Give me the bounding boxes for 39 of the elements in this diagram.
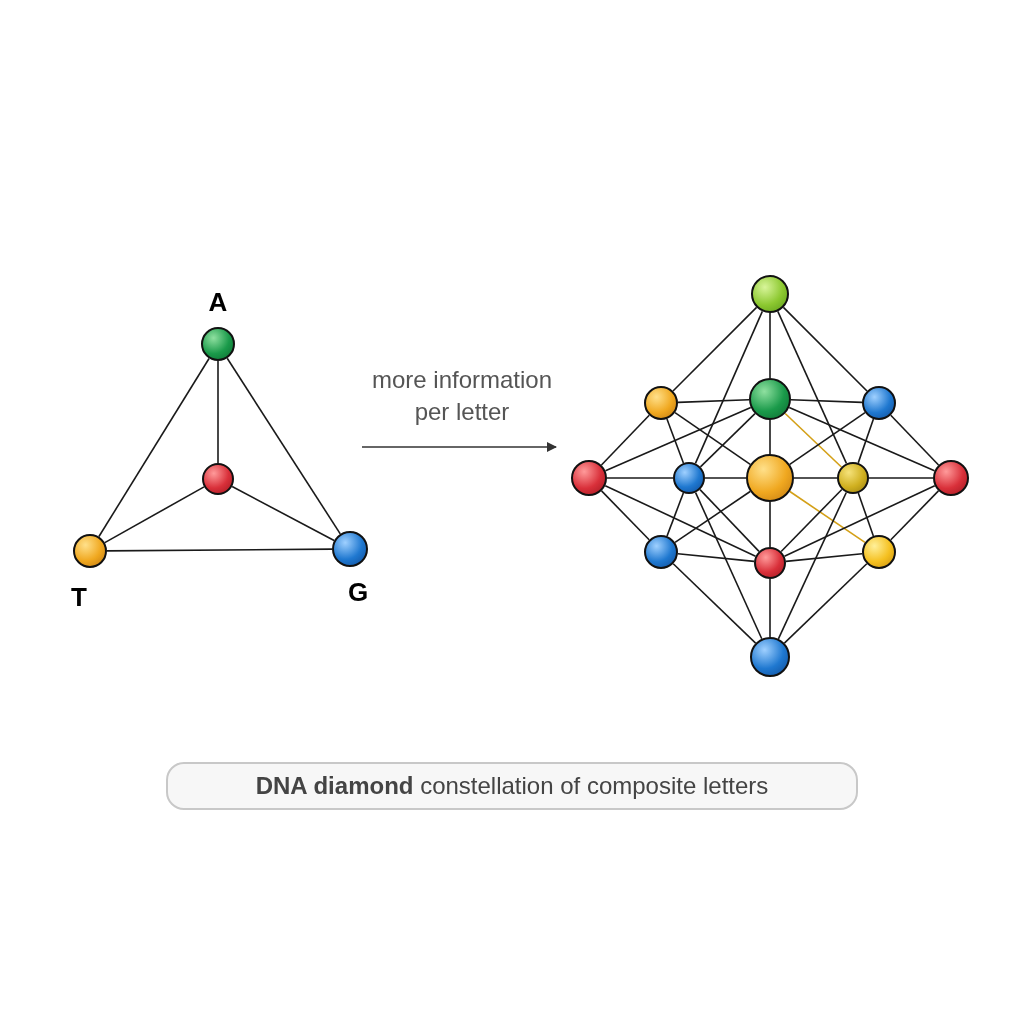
connector-line (789, 490, 866, 544)
base-letter: T (71, 584, 87, 610)
connector-line (672, 563, 757, 644)
connector-line (868, 477, 934, 479)
connector-line (782, 306, 868, 392)
arrow-label: more information per letter (370, 365, 554, 427)
connector-line (600, 414, 651, 466)
connector-line (699, 488, 760, 553)
connector-line (785, 552, 863, 563)
connector-line (217, 360, 219, 464)
connector-line (769, 578, 771, 638)
connector-line (769, 312, 771, 379)
connector-line (666, 418, 685, 464)
connector-line (677, 552, 755, 563)
connector-line (666, 492, 685, 537)
base-letter: A (208, 289, 228, 315)
connector-line (857, 492, 875, 537)
connector-line (677, 398, 750, 404)
connector-line (788, 411, 866, 466)
connector-line (699, 412, 756, 468)
connector-line (793, 477, 838, 479)
caption-pill: DNA diamond constellation of composite letters (166, 762, 858, 810)
connector-line (780, 488, 843, 553)
connector-line (600, 490, 650, 541)
connector-line (674, 411, 752, 466)
connector-line (606, 477, 674, 479)
connector-line (704, 477, 747, 479)
connector-line (769, 501, 771, 548)
connector-line (890, 490, 940, 541)
base-letter: G (348, 579, 369, 605)
connector-line (106, 548, 333, 552)
connector-line (769, 419, 771, 455)
connector-line (672, 306, 758, 392)
connector-line (857, 418, 875, 464)
connector-line (889, 414, 940, 466)
connector-line (783, 563, 868, 644)
connector-line (790, 398, 863, 404)
connector-line (674, 490, 751, 544)
connector-line (784, 412, 843, 468)
